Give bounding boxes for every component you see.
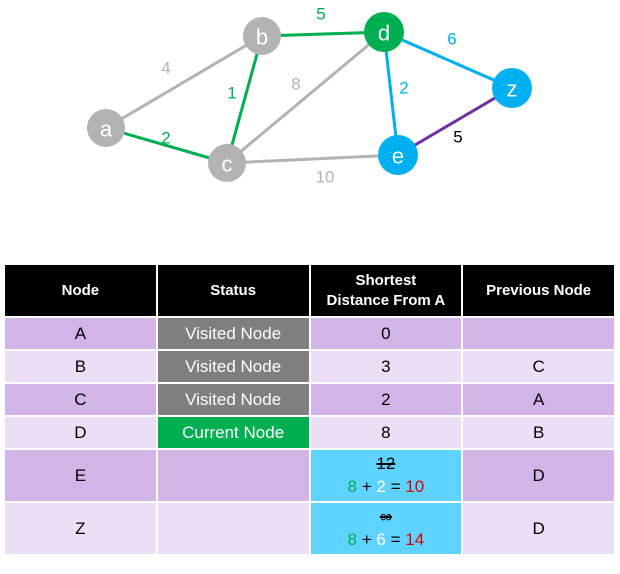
node-circle-e [378,135,418,175]
old-distance: ∞ [379,506,392,526]
edge-weight-d-z: 6 [447,30,456,49]
header-node: Node [3,263,158,318]
edge-e-z [397,86,513,157]
edge-a-b [105,34,263,130]
cell-node: Z [3,501,158,556]
node-c: c [208,144,246,182]
graph-diagram: 4 2 1 5 8 10 2 6 5 a b c d e z [87,5,532,187]
cell-previous: D [461,501,616,556]
edge-b-c [225,35,264,164]
calc-equals: = [390,529,401,549]
old-distance: 12 [376,453,396,473]
calc-equals: = [390,476,401,496]
edge-d-e [382,31,400,156]
calc-term-b: 2 [376,476,386,496]
edge-a-c [105,126,228,165]
node-circle-c [208,144,246,182]
node-circle-a [87,109,125,147]
edge-weight-a-b: 4 [161,59,170,78]
header-status: Status [155,263,311,318]
cell-distance: 2 [308,382,464,417]
cell-distance: 3 [308,349,464,384]
node-z: z [492,68,532,108]
cell-status: Visited Node [155,349,311,384]
edge-c-e [226,153,399,165]
table-header-row: Node Status Shortest Distance From A Pre… [3,263,616,318]
cell-previous: B [461,415,616,450]
edge-c-d [226,30,385,165]
node-d: d [364,12,404,52]
header-distance-line2: Distance From A [326,291,446,309]
edge-weight-e-z: 5 [453,128,462,147]
cell-distance: 8 [308,415,464,450]
cell-node: B [3,349,158,384]
header-previous-node: Previous Node [461,263,616,318]
calc-op: + [361,476,372,496]
calc-result: 14 [405,529,425,549]
table-row-b: B Visited Node 3 C [3,349,616,384]
cell-distance: ∞ 8 + 6 = 14 [308,501,464,556]
cell-node: E [3,448,158,503]
cell-previous: A [461,382,616,417]
node-label-b: b [256,25,268,50]
cell-node: C [3,382,158,417]
table-row-a: A Visited Node 0 [3,316,616,351]
cell-status [155,448,311,503]
node-label-z: z [507,77,518,102]
table-row-d: D Current Node 8 B [3,415,616,450]
edge-weight-c-d: 8 [291,75,300,94]
header-distance-line1: Shortest [355,271,417,289]
cell-previous [461,316,616,351]
node-label-a: a [100,117,113,142]
cell-previous: C [461,349,616,384]
header-shortest-distance: Shortest Distance From A [308,263,464,318]
edge-weight-b-d: 5 [316,5,325,24]
cell-node: D [3,415,158,450]
cell-status: Visited Node [155,382,311,417]
edge-weight-c-e: 10 [316,168,335,187]
calc-term-a: 8 [347,476,357,496]
edge-d-z [383,30,513,90]
cell-distance: 12 8 + 2 = 10 [308,448,464,503]
cell-status [155,501,311,556]
distance-table: Node Status Shortest Distance From A Pre… [3,263,616,556]
table-row-e: E 12 8 + 2 = 10 D [3,448,616,503]
calc-term-a: 8 [347,529,357,549]
node-b: b [243,17,281,55]
cell-status: Current Node [155,415,311,450]
node-circle-d [364,12,404,52]
edge-weight-a-c: 2 [161,129,170,148]
node-label-e: e [392,144,404,169]
edge-weight-b-c: 1 [227,84,236,103]
edge-b-d [261,30,385,38]
node-circle-z [492,68,532,108]
node-a: a [87,109,125,147]
cell-distance: 0 [308,316,464,351]
node-circle-b [243,17,281,55]
cell-previous: D [461,448,616,503]
node-label-c: c [222,152,233,177]
node-e: e [378,135,418,175]
cell-node: A [3,316,158,351]
calc-result: 10 [405,476,425,496]
calc-term-b: 6 [376,529,386,549]
node-label-d: d [378,21,390,46]
cell-status: Visited Node [155,316,311,351]
table-row-z: Z ∞ 8 + 6 = 14 D [3,501,616,556]
calc-op: + [361,529,372,549]
table-row-c: C Visited Node 2 A [3,382,616,417]
edge-weight-d-e: 2 [399,79,408,98]
